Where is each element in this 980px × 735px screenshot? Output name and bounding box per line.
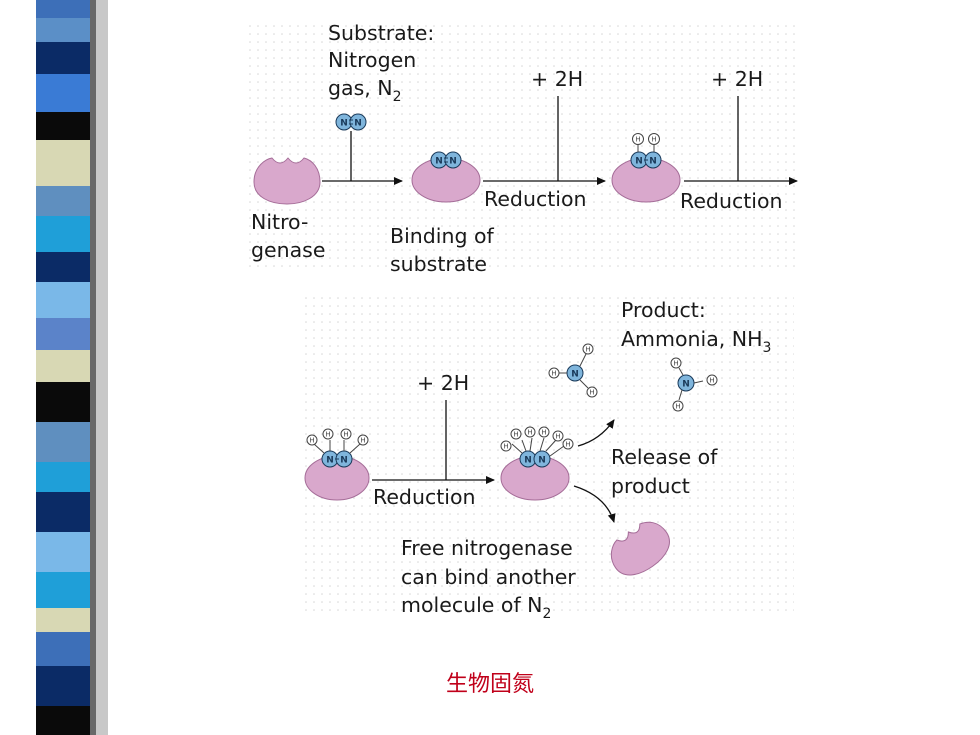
decorative-stripe <box>0 0 110 735</box>
release-arrow <box>577 419 615 447</box>
hydrogen-atom: H <box>309 437 314 445</box>
binding-label-2: substrate <box>390 252 487 276</box>
nitrogen-atom: N <box>538 456 546 466</box>
reduction-label: Reduction <box>373 485 475 509</box>
nitrogen-atom: N <box>326 456 334 466</box>
plus-2h-label: + 2H <box>417 371 469 395</box>
reduction-label: Reduction <box>484 187 586 211</box>
hydrogen-atom: H <box>527 429 532 437</box>
product-label: Product: <box>621 298 706 322</box>
nitrogen-atom: N <box>649 157 657 167</box>
nitrogen-atom: N <box>571 370 579 380</box>
hydrogen-atom: H <box>360 437 365 445</box>
nitrogen-atom: N <box>435 157 443 167</box>
hydrogen-atom: H <box>709 377 714 385</box>
enzyme-bound-n2: N N <box>411 151 481 203</box>
slide-caption: 生物固氮 <box>445 672 534 697</box>
enzyme-n2-4h: N N H H H H <box>304 428 370 501</box>
hydrogen-atom: H <box>585 346 590 354</box>
free-nitrogenase-label: Free nitrogenase <box>401 536 573 560</box>
hydrogen-atom: H <box>565 441 570 449</box>
nitrogenase-label-2: genase <box>251 238 325 262</box>
hydrogen-atom: H <box>555 433 560 441</box>
plus-2h-label: + 2H <box>711 67 763 91</box>
hydrogen-atom: H <box>635 136 640 144</box>
nitrogen-atom: N <box>635 157 643 167</box>
hydrogen-atom: H <box>651 136 656 144</box>
release-label: Release of <box>611 445 718 469</box>
substrate-label-gas: gas, N2 <box>328 76 402 105</box>
nitrogenase-enzyme <box>253 157 321 205</box>
nitrogenase-label: Nitro- <box>251 210 308 234</box>
enzyme-n2-6h: N N H H H H H H <box>500 426 574 501</box>
hydrogen-atom: H <box>551 370 556 378</box>
binding-label: Binding of <box>390 224 495 248</box>
release-label-2: product <box>611 474 690 498</box>
hydrogen-atom: H <box>325 431 330 439</box>
ammonia-molecule: N H H H <box>670 357 718 412</box>
free-enzyme-arrow <box>573 485 616 523</box>
ammonia-molecule: N H H H <box>548 343 598 398</box>
n2-molecule: N N <box>335 113 367 131</box>
hydrogen-atom: H <box>673 360 678 368</box>
hydrogen-atom: H <box>589 389 594 397</box>
nitrogen-atom: N <box>340 119 348 129</box>
reduction-label: Reduction <box>680 189 782 213</box>
free-nitrogenase-enzyme <box>610 521 670 576</box>
hydrogen-atom: H <box>503 443 508 451</box>
panel-1-background <box>248 22 800 272</box>
hydrogen-atom: H <box>541 429 546 437</box>
hydrogen-atom: H <box>513 431 518 439</box>
stripe-blocks <box>36 0 90 735</box>
free-nitrogenase-label-3: molecule of N2 <box>401 593 551 622</box>
plus-2h-label: + 2H <box>531 67 583 91</box>
nitrogen-atom: N <box>340 456 348 466</box>
product-label-ammonia: Ammonia, NH3 <box>621 327 771 356</box>
substrate-label: Substrate: <box>328 21 434 45</box>
substrate-label-nitrogen: Nitrogen <box>328 48 416 72</box>
nitrogen-atom: N <box>682 380 690 390</box>
hydrogen-atom: H <box>675 403 680 411</box>
nitrogen-atom: N <box>449 157 457 167</box>
hydrogen-atom: H <box>343 431 348 439</box>
panel-1: Substrate: Nitrogen gas, N2 N N Nitro- g… <box>248 21 800 276</box>
nitrogen-atom: N <box>524 456 532 466</box>
enzyme-n2-2h: N N H H <box>611 133 681 203</box>
panel-2: Product: Ammonia, NH3 N H H H N H <box>304 296 794 622</box>
nitrogen-atom: N <box>354 119 362 129</box>
free-nitrogenase-label-2: can bind another <box>401 565 576 589</box>
